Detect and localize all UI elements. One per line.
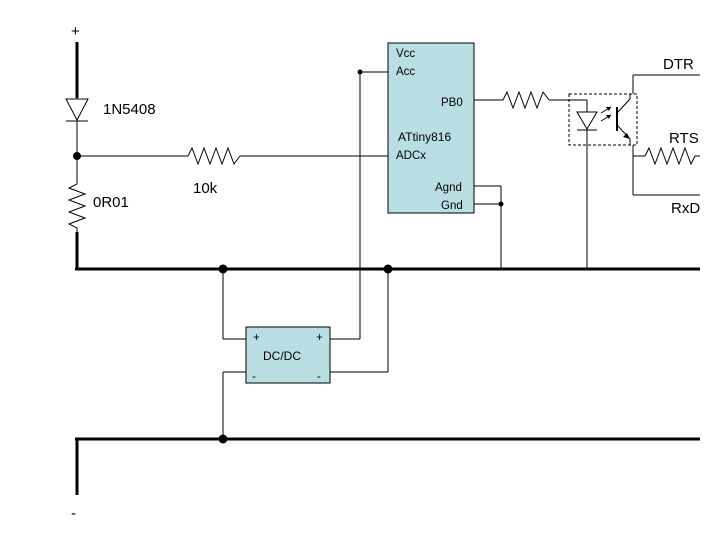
- dc-dc-out-plus-label: +: [316, 332, 323, 344]
- optocoupler-outline: [568, 93, 638, 146]
- dc-dc-in-plus-label: +: [253, 332, 260, 344]
- rts-resistor-symbol: [644, 146, 700, 166]
- agnd-pin-label: Agnd: [435, 182, 462, 194]
- dc-dc-in-minus-label: -: [252, 371, 256, 383]
- positive-terminal-label: +: [71, 23, 80, 40]
- optocoupler-transistor-symbol: [616, 94, 631, 145]
- acc-pin-label: Acc: [396, 66, 415, 78]
- pb0-resistor-symbol: [502, 90, 550, 110]
- junction-dot: [498, 201, 504, 207]
- optocoupler-light-arrows-icon: [600, 106, 612, 122]
- dc-dc-converter: [245, 326, 331, 384]
- dc-dc-out-minus-label: -: [317, 371, 321, 383]
- adc-pin-label: ADCx: [396, 150, 426, 162]
- rxd-line-label: RxD: [671, 200, 700, 217]
- optocoupler-led-symbol: [576, 100, 598, 269]
- diode-symbol: [65, 98, 89, 180]
- junction-dot: [218, 434, 228, 444]
- attiny816-chip: [387, 42, 475, 214]
- diode-label: 1N5408: [103, 101, 156, 118]
- mcu-name-label: ATtiny816: [398, 130, 451, 144]
- vcc-pin-label: Vcc: [396, 48, 415, 60]
- dc-dc-label: DC/DC: [263, 349, 301, 363]
- dtr-line-label: DTR: [663, 56, 694, 73]
- negative-terminal-label: -: [71, 505, 76, 522]
- shunt-resistor-label: 0R01: [93, 194, 129, 211]
- shunt-resistor-symbol: [67, 180, 87, 232]
- 10k-resistor-symbol: [187, 146, 241, 166]
- pb0-pin-label: PB0: [441, 97, 463, 109]
- rts-line-label: RTS: [669, 130, 699, 147]
- 10k-resistor-label: 10k: [193, 180, 218, 197]
- gnd-pin-label: Gnd: [441, 200, 463, 212]
